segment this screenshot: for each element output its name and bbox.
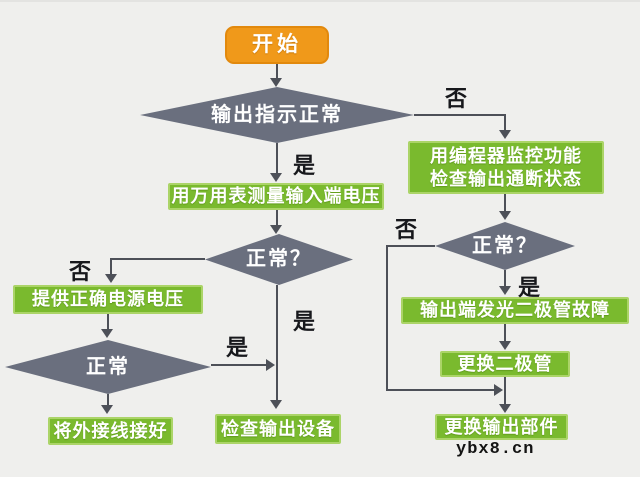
- arrowhead: [270, 173, 282, 182]
- connector: [414, 114, 506, 116]
- process-programmer-monitor-line2: 检查输出通断状态: [430, 168, 582, 189]
- arrowhead: [499, 341, 511, 350]
- arrowhead: [101, 329, 113, 338]
- connector: [276, 285, 278, 402]
- connector: [107, 314, 109, 331]
- start-node: 开始: [225, 26, 329, 64]
- process-output-led-fault: 输出端发光二极管故障: [401, 297, 629, 324]
- watermark: ybx8.cn: [456, 440, 535, 459]
- edge-label-yes: 是: [293, 153, 316, 178]
- connector: [504, 324, 506, 343]
- connector: [276, 64, 278, 80]
- process-programmer-monitor-line1: 用编程器监控功能: [430, 146, 582, 166]
- process-connect-external-wiring: 将外接线接好: [48, 417, 173, 445]
- connector: [107, 394, 109, 407]
- arrowhead: [270, 400, 282, 409]
- connector: [504, 194, 506, 213]
- connector: [211, 364, 267, 366]
- process-replace-output-part: 更换输出部件: [435, 414, 568, 440]
- arrowhead: [499, 211, 511, 220]
- edge-label-no: 否: [445, 86, 468, 111]
- edge-label-yes: 是: [518, 275, 541, 300]
- edge-label-no: 否: [69, 259, 92, 284]
- arrowhead: [499, 130, 511, 139]
- connector: [110, 258, 205, 260]
- connector: [386, 245, 435, 247]
- decision-output-indicator-normal: 输出指示正常: [140, 87, 414, 143]
- process-provide-correct-voltage: 提供正确电源电压: [13, 285, 203, 314]
- decision-input-voltage-normal: 正常？: [205, 234, 353, 285]
- connector: [386, 245, 388, 390]
- connector: [504, 377, 506, 406]
- edge-label-no: 否: [395, 217, 418, 242]
- arrowhead: [499, 286, 511, 295]
- arrowhead: [499, 404, 511, 413]
- process-programmer-monitor: 用编程器监控功能 检查输出通断状态: [408, 141, 604, 194]
- arrowhead: [270, 225, 282, 234]
- edge-label-yes: 是: [293, 309, 316, 334]
- connector: [276, 143, 278, 174]
- edge-label-yes: 是: [226, 335, 249, 360]
- connector: [110, 258, 112, 276]
- connector: [504, 270, 506, 288]
- decision-power-voltage-normal: 正常: [5, 340, 211, 394]
- connector: [276, 210, 278, 227]
- arrowhead: [101, 405, 113, 414]
- process-check-output-device: 检查输出设备: [215, 414, 341, 444]
- arrowhead: [270, 78, 282, 87]
- process-multimeter-measure: 用万用表测量输入端电压: [168, 183, 384, 210]
- arrowhead: [494, 384, 503, 396]
- decision-output-state-normal: 正常？: [435, 222, 575, 270]
- process-replace-diode: 更换二极管: [440, 351, 570, 377]
- arrowhead: [266, 359, 275, 371]
- arrowhead: [105, 274, 117, 283]
- connector: [386, 389, 494, 391]
- connector: [504, 114, 506, 132]
